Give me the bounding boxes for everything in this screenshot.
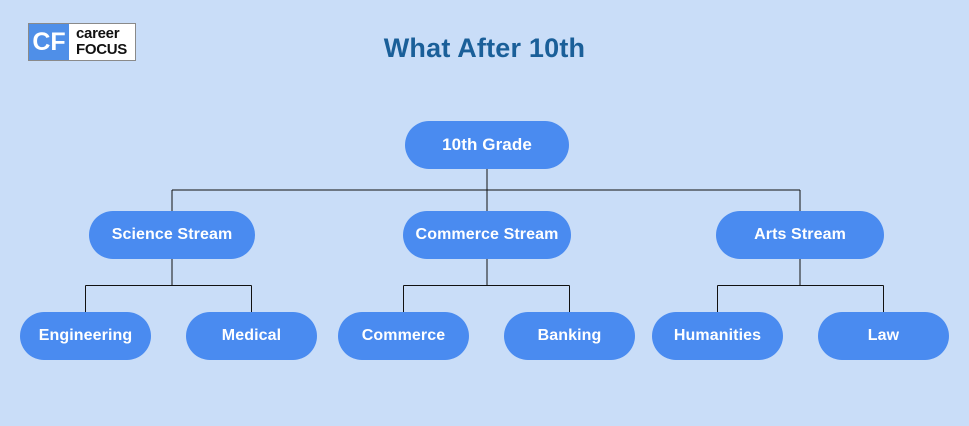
node-commerce[interactable]: Commerce (338, 312, 469, 360)
node-root[interactable]: 10th Grade (405, 121, 569, 169)
node-label: Medical (221, 327, 282, 344)
node-humanities[interactable]: Humanities (652, 312, 783, 360)
logo-wordmark: career FOCUS (69, 24, 136, 60)
node-banking[interactable]: Banking (504, 312, 635, 360)
node-medical[interactable]: Medical (186, 312, 317, 360)
node-label: Humanities (673, 327, 762, 344)
logo-word-career: career (76, 25, 120, 42)
node-label: Law (867, 327, 900, 344)
node-law[interactable]: Law (818, 312, 949, 360)
node-label: Banking (537, 327, 602, 344)
node-label: Engineering (38, 327, 133, 344)
page-title: What After 10th (383, 33, 586, 63)
node-label: Science Stream (111, 226, 233, 243)
node-arts[interactable]: Arts Stream (716, 211, 884, 259)
node-engineering[interactable]: Engineering (20, 312, 151, 360)
logo-monogram: CF (29, 24, 69, 60)
node-label: Arts Stream (754, 226, 846, 243)
node-label: Commerce Stream (415, 226, 559, 243)
logo-word-focus: FOCUS (76, 41, 128, 58)
node-label: Commerce (361, 327, 446, 344)
node-commerce_s[interactable]: Commerce Stream (403, 211, 571, 259)
node-label: 10th Grade (442, 135, 532, 154)
node-science[interactable]: Science Stream (89, 211, 255, 259)
brand-logo[interactable]: CF career FOCUS (28, 23, 137, 61)
